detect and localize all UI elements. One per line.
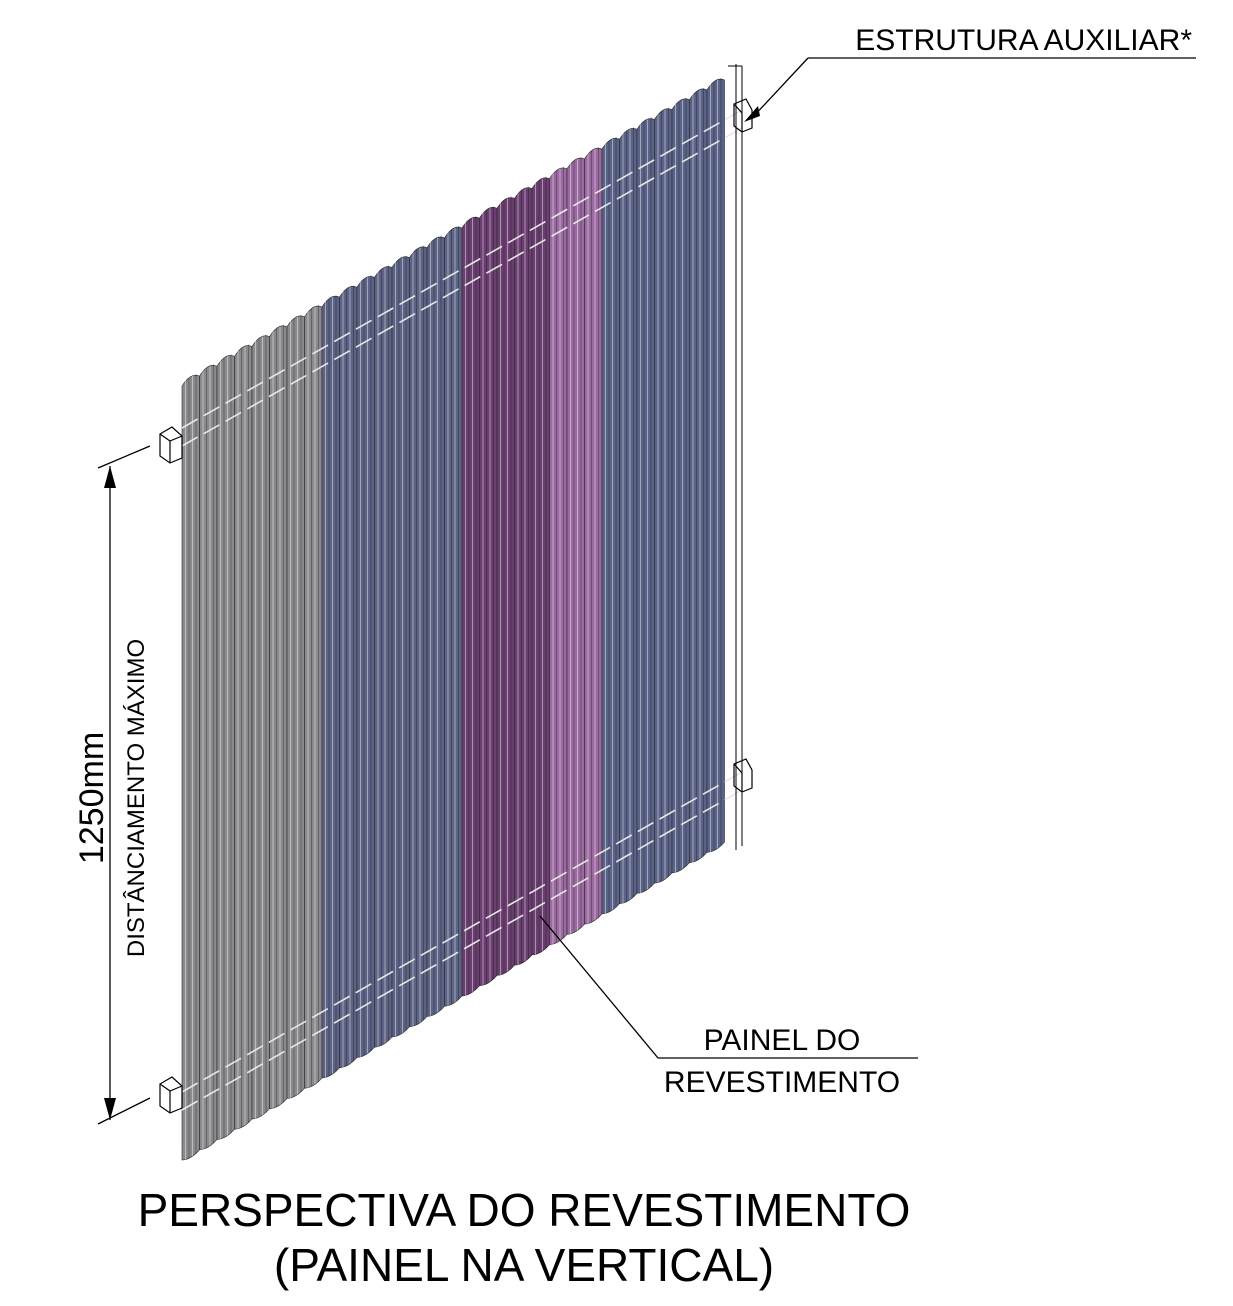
panel-rib bbox=[496, 197, 515, 976]
panel-rib bbox=[426, 236, 445, 1017]
panel-rib bbox=[199, 365, 218, 1151]
panel-rib bbox=[689, 88, 708, 863]
panel-rib bbox=[706, 78, 725, 853]
auxiliary-structure-top-left-end bbox=[159, 426, 183, 464]
drawing-title-line1: PERSPECTIVA DO REVESTIMENTO bbox=[138, 1184, 911, 1236]
panel-rib bbox=[216, 355, 235, 1140]
panel-rib bbox=[671, 98, 690, 874]
dimension-caption: DISTÂNCIAMENTO MÁXIMO bbox=[123, 639, 150, 957]
panel-rib bbox=[374, 266, 393, 1048]
drawing-title-line2: (PAINEL NA VERTICAL) bbox=[274, 1239, 774, 1291]
dimension-arrow-bottom bbox=[104, 1098, 116, 1120]
panel-rib bbox=[234, 345, 253, 1130]
panel-rib bbox=[566, 157, 585, 935]
auxiliary-structure-leader bbox=[751, 57, 1196, 119]
auxiliary-structure-arrowhead bbox=[744, 106, 760, 122]
dimension-arrow-top bbox=[104, 466, 116, 488]
panel-rib bbox=[356, 276, 375, 1058]
panel-rib bbox=[514, 187, 533, 966]
panel-rib bbox=[321, 295, 340, 1079]
panel-rib bbox=[269, 325, 288, 1110]
panel-rib bbox=[584, 147, 603, 925]
auxiliary-structure-label: ESTRUTURA AUXILIAR* bbox=[855, 24, 1192, 57]
panel-rib bbox=[601, 137, 620, 915]
panel-rib bbox=[531, 177, 550, 956]
panel-rib bbox=[181, 374, 200, 1161]
panel-label-line2: REVESTIMENTO bbox=[664, 1066, 900, 1099]
hidden-rail-lines bbox=[181, 109, 743, 1111]
auxiliary-structure-bottom-left-end bbox=[159, 1076, 183, 1114]
panel-rib bbox=[286, 315, 305, 1099]
auxiliary-structure-top-right-end bbox=[733, 98, 753, 133]
panel-rib bbox=[636, 118, 655, 894]
panel-label-line1: PAINEL DO bbox=[704, 1024, 861, 1057]
dimension-value: 1250mm bbox=[73, 732, 111, 864]
panel-leader bbox=[539, 915, 918, 1059]
dimension-line bbox=[97, 445, 151, 1125]
panel-rib bbox=[391, 256, 410, 1038]
panel-right-edge bbox=[728, 64, 743, 850]
panel-rib bbox=[339, 286, 358, 1068]
panel-rib bbox=[479, 207, 498, 986]
panel-rib bbox=[304, 305, 323, 1089]
cladding-panel bbox=[181, 77, 725, 1161]
panel-rib bbox=[549, 167, 568, 945]
panel-rib bbox=[251, 335, 270, 1120]
panel-rib bbox=[444, 226, 463, 1007]
panel-rib bbox=[619, 128, 638, 904]
panel-rib bbox=[461, 216, 480, 997]
panel-rib bbox=[654, 108, 673, 884]
panel-rib bbox=[409, 246, 428, 1027]
